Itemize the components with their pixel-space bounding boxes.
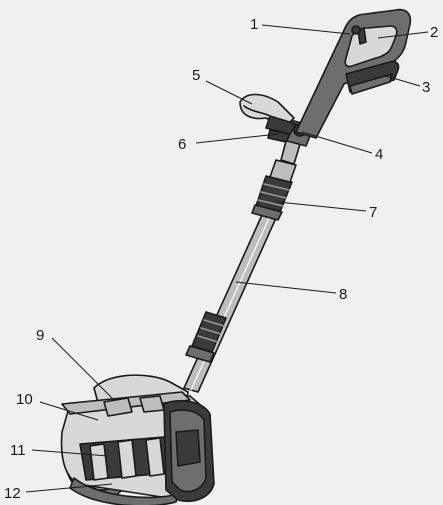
leader-2	[377, 31, 429, 39]
callout-10: 10	[16, 391, 33, 408]
callout-2: 2	[430, 24, 438, 41]
callout-4: 4	[375, 146, 383, 163]
callout-9: 9	[36, 327, 44, 344]
callout-labels: 1 2 3 4 5 6 7 8 9 10 11 12	[4, 16, 438, 502]
leader-11	[31, 449, 109, 457]
lower-grip-sleeve	[185, 311, 227, 363]
callout-1: 1	[250, 16, 258, 33]
callout-7: 7	[369, 204, 377, 221]
handle-housing	[345, 60, 400, 95]
leader-10	[39, 401, 99, 421]
leader-5	[205, 80, 253, 105]
callout-11: 11	[10, 442, 26, 459]
shaft	[183, 214, 277, 393]
callout-8: 8	[339, 286, 347, 303]
leader-lines	[25, 24, 429, 493]
telescopic-coupling	[251, 159, 297, 221]
leader-1	[261, 24, 351, 35]
callout-5: 5	[192, 67, 200, 84]
leader-8	[235, 281, 337, 294]
auxiliary-handle	[239, 93, 297, 135]
leader-3	[385, 75, 421, 87]
leader-6	[195, 133, 279, 144]
leader-7	[277, 201, 367, 212]
callout-6: 6	[178, 136, 186, 153]
leader-4	[301, 131, 373, 154]
auger-housing	[60, 374, 215, 505]
leader-9	[51, 337, 115, 401]
callout-3: 3	[422, 79, 430, 96]
callout-12: 12	[4, 485, 21, 502]
leader-12	[25, 483, 113, 493]
